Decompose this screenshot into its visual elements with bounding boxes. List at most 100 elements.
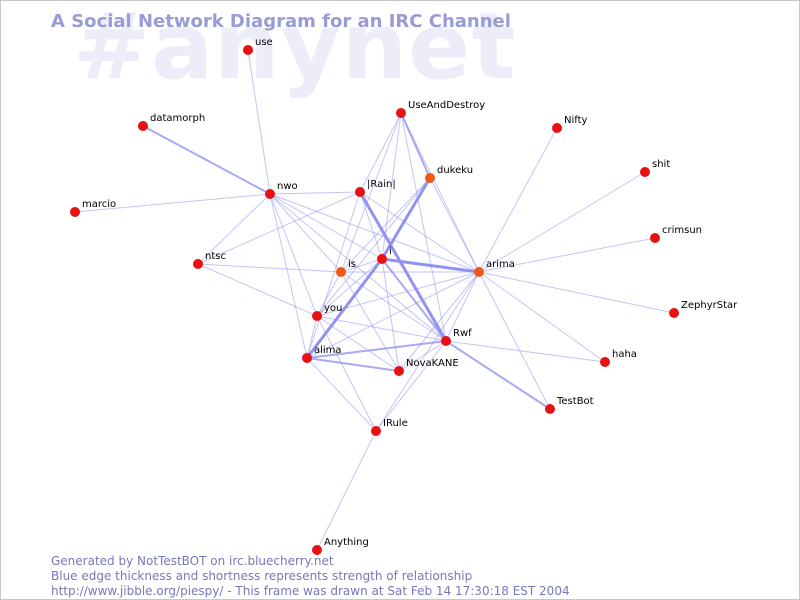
node-label: is: [348, 259, 356, 270]
node-you: you: [312, 303, 342, 321]
edge-marcio-nwo: [74, 193, 271, 213]
node-dot: [394, 366, 404, 376]
node-dot: [371, 426, 381, 436]
edge-you-IRule: [316, 315, 377, 432]
node-dot: [377, 254, 387, 264]
edge-arima-alima: [306, 271, 480, 359]
node-label: Anything: [324, 537, 369, 548]
node-label: ntsc: [205, 251, 226, 262]
edge-arima-Rwf: [445, 271, 480, 342]
node-IRain: |Rain|: [355, 179, 396, 197]
edge-Rwf-NovaKANE: [398, 340, 447, 372]
node-dot: [302, 353, 312, 363]
node-Anything: Anything: [312, 537, 369, 555]
node-dot: [312, 311, 322, 321]
node-label: NovaKANE: [406, 358, 459, 369]
node-dot: [600, 357, 610, 367]
edge-i-arima: [381, 257, 480, 274]
node-label: Nifty: [564, 115, 588, 126]
edge-nwo-alima: [269, 193, 308, 359]
node-dot: [138, 121, 148, 131]
node-dot: [312, 545, 322, 555]
edge-nwo-is: [269, 193, 342, 273]
node-label: arima: [486, 259, 515, 270]
node-label: |Rain|: [367, 179, 396, 190]
edge-IRain-i: [359, 191, 383, 260]
edge-Nifty-arima: [478, 127, 558, 273]
edge-Rwf-TestBot: [445, 340, 551, 410]
node-dot: [441, 336, 451, 346]
diagram-title: A Social Network Diagram for an IRC Chan…: [51, 11, 511, 32]
node-ZephyrStar: ZephyrStar: [669, 300, 738, 318]
edge-arima-TestBot: [478, 271, 551, 410]
node-label: IRule: [383, 418, 408, 429]
edge-is-you: [316, 271, 342, 317]
node-dukeku: dukeku: [425, 165, 473, 183]
node-TestBot: TestBot: [545, 396, 594, 414]
footer-legend-note: Blue edge thickness and shortness repres…: [51, 569, 473, 583]
node-dot: [243, 45, 253, 55]
node-dot: [669, 308, 679, 318]
node-dot: [552, 123, 562, 133]
footer: Generated by NotTestBOT on irc.bluecherr…: [51, 554, 570, 599]
edge-UseAndDestroy-IRain: [359, 112, 402, 193]
edge-you-alima: [306, 315, 318, 359]
node-alima: alima: [302, 345, 342, 363]
edge-ntsc-nwo: [197, 193, 271, 265]
node-dot: [70, 207, 80, 217]
node-ntsc: ntsc: [193, 251, 226, 269]
node-use: use: [243, 37, 273, 55]
node-dot: [265, 189, 275, 199]
edge-Rwf-haha: [445, 340, 606, 363]
node-label: marcio: [82, 199, 116, 210]
node-dot: [640, 167, 650, 177]
node-nwo: nwo: [265, 181, 298, 199]
edge-Rwf-IRule: [375, 340, 447, 432]
node-dot: [425, 173, 435, 183]
edge-arima-NovaKANE: [398, 271, 480, 372]
node-dot: [650, 233, 660, 243]
node-label: haha: [612, 349, 637, 360]
footer-url-timestamp: http://www.jibble.org/piespy/ - This fra…: [51, 584, 570, 598]
node-IRule: IRule: [371, 418, 408, 436]
node-marcio: marcio: [70, 199, 116, 217]
node-is: is: [336, 259, 356, 277]
node-label: UseAndDestroy: [408, 100, 485, 111]
node-arima: arima: [474, 259, 515, 277]
node-label: you: [324, 303, 342, 314]
node-dot: [336, 267, 346, 277]
edge-arima-haha: [478, 271, 606, 363]
edge-dukeku-you: [316, 177, 431, 317]
node-NovaKANE: NovaKANE: [394, 358, 459, 376]
edge-IRain-alima: [306, 191, 361, 359]
edge-arima-you: [316, 271, 480, 317]
node-dot: [474, 267, 484, 277]
edge-alima-IRule: [306, 357, 377, 432]
node-datamorph: datamorph: [138, 113, 205, 131]
edge-i-Rwf: [381, 258, 447, 342]
edge-is-NovaKANE: [340, 271, 400, 372]
node-shit: shit: [640, 159, 670, 177]
edge-you-Rwf: [316, 315, 447, 342]
node-haha: haha: [600, 349, 637, 367]
edge-use-nwo: [247, 49, 271, 195]
node-label: shit: [652, 159, 670, 170]
node-label: crimsun: [662, 225, 702, 236]
edge-i-NovaKANE: [381, 258, 400, 372]
footer-generated-by: Generated by NotTestBOT on irc.bluecherr…: [51, 554, 334, 568]
edge-i-is: [340, 258, 383, 273]
node-dot: [396, 108, 406, 118]
edge-arima-IRule: [375, 271, 480, 432]
edge-alima-Rwf: [306, 340, 447, 359]
edge-ntsc-IRain: [197, 191, 361, 265]
edge-IRain-Rwf: [358, 191, 448, 342]
edge-i-you: [316, 258, 383, 317]
node-label: Rwf: [453, 328, 472, 339]
node-label: TestBot: [556, 396, 594, 407]
edge-nwo-arima: [269, 193, 480, 273]
channel-watermark: #anynet: [73, 0, 517, 100]
edge-alima-NovaKANE: [306, 357, 400, 372]
